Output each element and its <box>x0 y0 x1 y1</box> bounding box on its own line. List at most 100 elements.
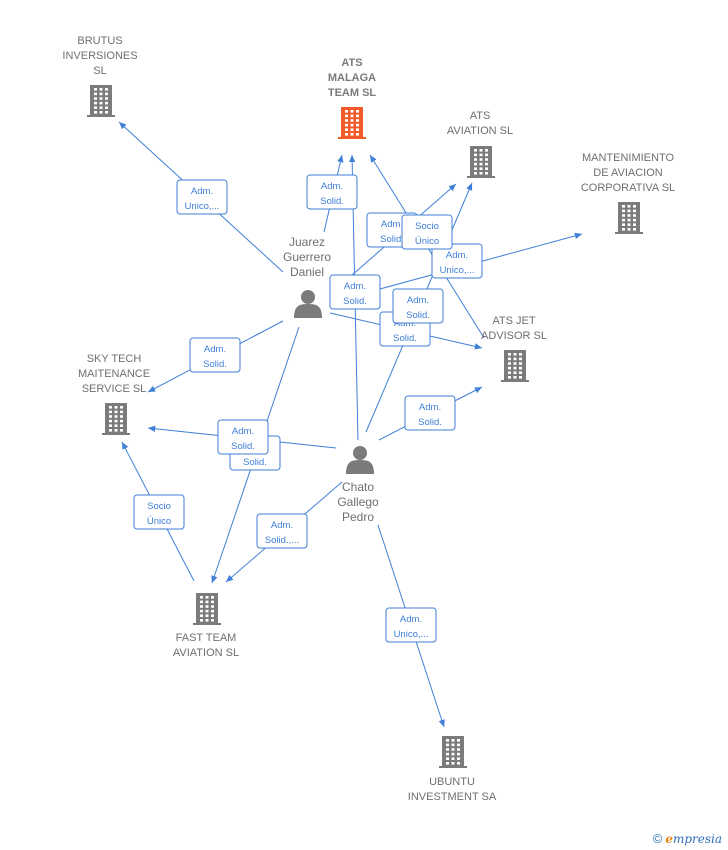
company-node-ats_aviation[interactable]: ATS AVIATION SL <box>447 110 513 178</box>
relation-label-text: Adm. <box>400 614 422 625</box>
brand-name: mpresia <box>672 832 722 846</box>
relation-label-chato-to-ats_jet[interactable]: Adm. Solid. <box>404 395 456 431</box>
company-node-brutus[interactable]: BRUTUS INVERSIONES SL <box>62 35 138 117</box>
edge-label-layer: Adm.Unico,...Adm.Solid.Adm.Solid.Adm.Uni… <box>133 174 483 643</box>
node-label: ATS <box>341 57 362 69</box>
relation-label-text: Solid. <box>343 296 367 307</box>
relation-label-text: Solid. <box>380 234 404 245</box>
relation-label-chato-to-sky_tech[interactable]: Adm. Solid. <box>217 419 269 455</box>
relation-label-box <box>256 513 308 549</box>
building-icon <box>102 403 130 435</box>
relation-label-text: Solid. <box>393 333 417 344</box>
node-label: ADVISOR SL <box>481 330 547 342</box>
node-label: BRUTUS <box>77 35 122 47</box>
relation-label-text: Adm. <box>419 402 441 413</box>
relation-label-text: Solid. <box>231 441 255 452</box>
company-node-mantenimiento[interactable]: MANTENIMIENTO DE AVIACION CORPORATIVA SL <box>581 152 675 234</box>
relation-label-text: Unico,... <box>185 201 220 212</box>
relation-label-text: Adm. <box>344 281 366 292</box>
relation-label-chato-to-ats_aviation[interactable]: Adm. Solid. <box>392 288 444 324</box>
relation-label-text: Adm. <box>321 181 343 192</box>
node-label: AVIATION SL <box>447 125 513 137</box>
node-label: SKY TECH <box>87 353 142 365</box>
relation-label-text: Solid. <box>243 457 267 468</box>
node-label: Guerrero <box>283 250 331 264</box>
relation-label-juarez-to-sky_tech[interactable]: Adm. Solid. <box>189 337 241 373</box>
brand-initial: e <box>665 832 673 846</box>
relation-label-text: Adm. <box>407 295 429 306</box>
copyright-symbol: © <box>652 831 663 846</box>
relation-label-text: Adm. <box>271 520 293 531</box>
node-label: MALAGA <box>328 72 376 84</box>
node-label: DE AVIACION <box>593 167 663 179</box>
node-label: UBUNTU <box>429 776 475 788</box>
node-label: INVERSIONES <box>62 50 137 62</box>
footer-brand[interactable]: ©empresia <box>653 831 722 846</box>
node-label: MAITENANCE <box>78 368 150 380</box>
building-icon <box>467 146 495 178</box>
relation-label-box <box>133 494 185 530</box>
relation-label-text: Adm. <box>232 426 254 437</box>
relation-label-text: Solid. <box>320 196 344 207</box>
node-label: TEAM SL <box>328 87 377 99</box>
relation-label-juarez-to-mantenimiento[interactable]: Adm.Unico,... <box>431 243 483 279</box>
relation-label-box <box>392 288 444 324</box>
relation-label-text: Adm. <box>381 219 403 230</box>
building-icon <box>193 593 221 625</box>
company-node-ats_jet[interactable]: ATS JET ADVISOR SL <box>481 315 547 382</box>
relation-label-box <box>431 243 483 279</box>
node-layer: ATS MALAGA TEAM SL BRUTUS INVERSIONES SL ATS AV… <box>62 35 675 803</box>
relation-label-chato-to-ats_malaga[interactable]: Adm. Solid. <box>329 274 381 310</box>
relation-label-text: Único <box>147 516 171 527</box>
building-icon <box>439 736 467 768</box>
relation-label-box <box>401 214 453 250</box>
building-icon <box>501 350 529 382</box>
building-icon <box>87 85 115 117</box>
relation-label-chato-to-ubuntu[interactable]: Adm. Unico,... <box>385 607 437 643</box>
company-node-ubuntu[interactable]: UBUNTU INVESTMENT SA <box>408 736 497 803</box>
person-icon <box>346 446 374 474</box>
relation-label-text: Solid. <box>406 310 430 321</box>
relation-label-text: Unico,... <box>440 265 475 276</box>
company-node-ats_malaga[interactable]: ATS MALAGA TEAM SL <box>328 57 377 139</box>
relation-label-box <box>217 419 269 455</box>
node-label: Pedro <box>342 510 374 524</box>
relation-label-text: Adm. <box>191 186 213 197</box>
node-label: MANTENIMIENTO <box>582 152 675 164</box>
relation-label-text: Adm. <box>204 344 226 355</box>
relation-label-box <box>329 274 381 310</box>
node-label: INVESTMENT SA <box>408 791 497 803</box>
relation-label-juarez-to-brutus[interactable]: Adm. Unico,... <box>176 179 228 215</box>
relation-label-chato-to-fast_team[interactable]: Adm. Solid.,... <box>256 513 308 549</box>
building-icon <box>338 107 366 139</box>
node-label: Daniel <box>290 265 324 279</box>
node-label: Chato <box>342 480 374 494</box>
node-label: AVIATION SL <box>173 647 239 659</box>
relation-label-box <box>189 337 241 373</box>
node-label: ATS JET <box>492 315 535 327</box>
relation-label-text: Solid. <box>418 417 442 428</box>
relation-label-text: Socio <box>415 221 439 232</box>
building-icon <box>615 202 643 234</box>
node-label: Gallego <box>337 495 379 509</box>
relation-label-text: Solid. <box>203 359 227 370</box>
node-label: Juarez <box>289 235 325 249</box>
relation-label-juarez-to-ats_malaga[interactable]: Adm. Solid. <box>306 174 358 210</box>
relation-label-text: Solid.,... <box>265 535 299 546</box>
relation-label-box <box>404 395 456 431</box>
relation-label-box <box>176 179 228 215</box>
node-label: SL <box>93 65 106 77</box>
node-label: ATS <box>470 110 491 122</box>
relation-label-text: Unico,... <box>394 629 429 640</box>
relation-label-text: Único <box>415 236 439 247</box>
relation-label-text: Socio <box>147 501 171 512</box>
node-label: CORPORATIVA SL <box>581 182 675 194</box>
relation-label-box <box>385 607 437 643</box>
